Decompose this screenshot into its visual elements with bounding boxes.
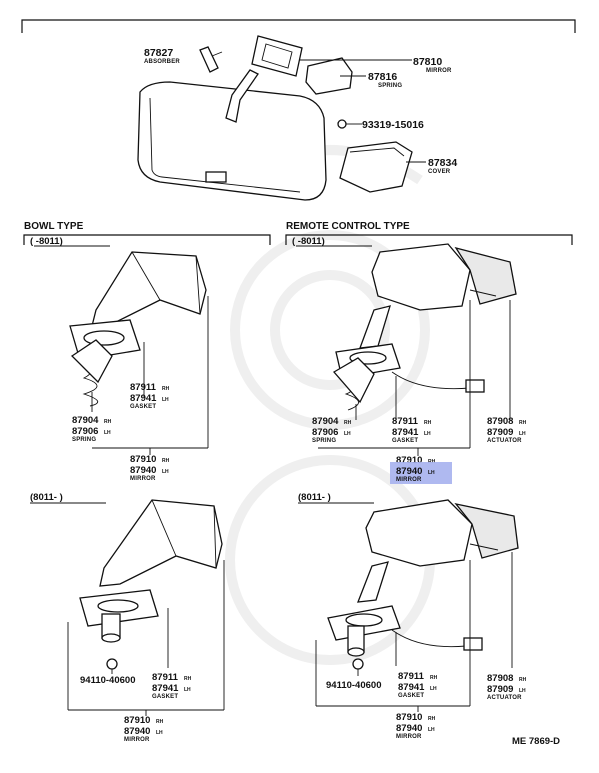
- cover-number: 87834: [428, 157, 457, 169]
- remote-early-actuator-caption: ACTUATOR: [487, 438, 522, 444]
- suffix-rh: RH: [519, 420, 527, 426]
- remote-early-bracket: [285, 234, 573, 245]
- bowl-late-nut: 94110-40600: [80, 675, 135, 686]
- bowl-early-mirror-rh: 87910: [130, 454, 156, 465]
- bowl-early-spring-lh: 87906: [72, 426, 98, 437]
- remote-late-gasket-rh: 87911: [398, 671, 425, 682]
- remote-late-mirror-rh: 87910: [396, 712, 422, 723]
- suffix-rh: RH: [430, 675, 438, 681]
- remote-early-mirror-lh: 87940: [396, 466, 422, 477]
- suffix-lh: LH: [104, 430, 111, 436]
- bowl-type-heading: BOWL TYPE: [24, 221, 84, 232]
- remote-late-gasket-lh: 87941: [398, 682, 425, 693]
- bolt-part: [337, 119, 356, 129]
- bowl-late-mirror-caption: MIRROR: [124, 737, 150, 743]
- remote-late-actuator-caption: ACTUATOR: [487, 695, 522, 701]
- suffix-rh: RH: [184, 676, 192, 682]
- bowl-late-mirror-lh: 87940: [124, 726, 150, 737]
- bowl-early-leaders: [91, 296, 209, 455]
- bowl-early-mirror-lh: 87940: [130, 465, 156, 476]
- suffix-rh: RH: [344, 420, 352, 426]
- suffix-lh: LH: [430, 686, 437, 692]
- remote-early-mirror-rh: 87910: [396, 455, 422, 466]
- mirror-caption: MIRROR: [426, 68, 452, 74]
- bowl-late-mirror-rh: 87910: [124, 715, 150, 726]
- remote-late-mirror-caption: MIRROR: [396, 734, 422, 740]
- absorber-number: 87827: [144, 47, 173, 59]
- remote-early-leaders: [318, 300, 511, 456]
- suffix-lh: LH: [162, 397, 169, 403]
- suffix-rh: RH: [428, 716, 436, 722]
- mirror-number: 87810: [413, 56, 442, 68]
- inner-mirror-assembly: [137, 35, 413, 201]
- top-bracket: [21, 19, 576, 33]
- remote-late-gasket-caption: GASKET: [398, 693, 424, 699]
- suffix-lh: LH: [519, 431, 526, 437]
- bowl-late-leaders: [67, 560, 225, 716]
- suffix-lh: LH: [428, 727, 435, 733]
- absorber-part: [199, 46, 219, 73]
- remote-early-spring-caption: SPRING: [312, 438, 336, 444]
- remote-late-mirror: [327, 499, 519, 670]
- remote-late-actuator-rh: 87908: [487, 673, 513, 684]
- remote-early-mirror-caption: MIRROR: [396, 477, 422, 483]
- remote-early-actuator-rh: 87908: [487, 416, 513, 427]
- remote-late-range: (8011- ): [298, 492, 331, 503]
- spring-number: 87816: [368, 71, 397, 83]
- remote-early-mirror: [332, 243, 517, 411]
- bowl-early-gasket-rh: 87911: [130, 382, 157, 393]
- suffix-rh: RH: [156, 719, 164, 725]
- remote-early-spring-lh: 87906: [312, 427, 338, 438]
- remote-control-type-heading: REMOTE CONTROL TYPE: [286, 221, 410, 232]
- remote-early-gasket-lh: 87941: [392, 427, 419, 438]
- remote-early-actuator-lh: 87909: [487, 427, 513, 438]
- top-leaders: [211, 51, 426, 163]
- suffix-lh: LH: [162, 469, 169, 475]
- mirror-mount: [251, 35, 303, 77]
- remote-early-spring-rh: 87904: [312, 416, 339, 427]
- remote-late-mirror-lh: 87940: [396, 723, 422, 734]
- bowl-early-range: ( -8011): [30, 236, 63, 247]
- spring-clip-part: [305, 57, 353, 95]
- cover-part: [339, 141, 413, 193]
- remote-late-nut: 94110-40600: [326, 680, 381, 691]
- bolt-number: 93319-15016: [362, 119, 424, 131]
- cover-caption: COVER: [428, 169, 451, 175]
- remote-late-leaders: [315, 552, 513, 712]
- suffix-lh: LH: [428, 470, 435, 476]
- bowl-early-mirror-caption: MIRROR: [130, 476, 156, 482]
- suffix-rh: RH: [519, 677, 527, 683]
- suffix-lh: LH: [184, 687, 191, 693]
- absorber-caption: ABSORBER: [144, 59, 180, 65]
- bowl-late-gasket-lh: 87941: [152, 683, 179, 694]
- spring-caption: SPRING: [378, 83, 402, 89]
- bowl-late-gasket-rh: 87911: [152, 672, 179, 683]
- suffix-rh: RH: [104, 419, 112, 425]
- suffix-lh: LH: [344, 431, 351, 437]
- suffix-lh: LH: [519, 688, 526, 694]
- remote-early-range: ( -8011): [292, 236, 325, 247]
- bowl-early-bracket: [23, 234, 271, 245]
- inner-mirror-body: [137, 81, 327, 201]
- bowl-late-mirror: [79, 499, 223, 670]
- suffix-rh: RH: [162, 458, 170, 464]
- highlight-box: [390, 462, 452, 484]
- remote-early-gasket-caption: GASKET: [392, 438, 418, 444]
- bowl-early-gasket-lh: 87941: [130, 393, 157, 404]
- suffix-rh: RH: [424, 420, 432, 426]
- suffix-lh: LH: [156, 730, 163, 736]
- bowl-late-range: (8011- ): [30, 492, 63, 503]
- bowl-early-spring-rh: 87904: [72, 415, 99, 426]
- diagram-code: ME 7869-D: [512, 736, 560, 747]
- suffix-rh: RH: [162, 386, 170, 392]
- remote-early-gasket-rh: 87911: [392, 416, 419, 427]
- bowl-early-mirror: [69, 251, 207, 407]
- bowl-early-gasket-caption: GASKET: [130, 404, 156, 410]
- bowl-early-spring-caption: SPRING: [72, 437, 96, 443]
- suffix-lh: LH: [424, 431, 431, 437]
- remote-late-actuator-lh: 87909: [487, 684, 513, 695]
- bowl-late-gasket-caption: GASKET: [152, 694, 178, 700]
